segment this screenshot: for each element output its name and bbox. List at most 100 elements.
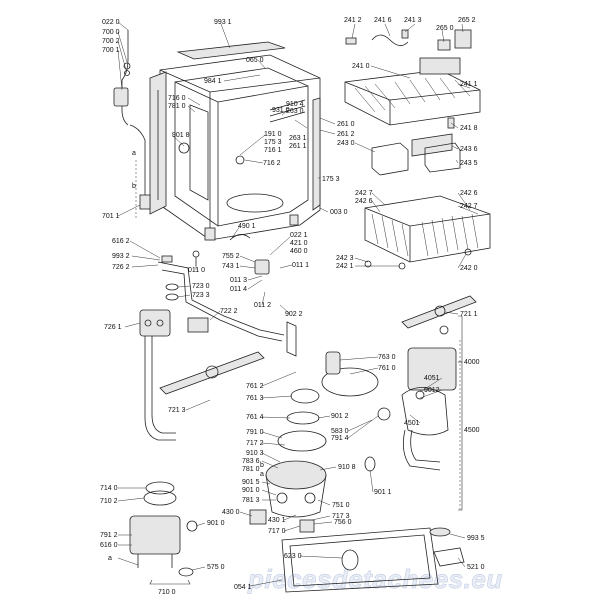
label-901-0-b: 901 0: [207, 520, 225, 527]
label-261-0: 261 0: [337, 121, 355, 128]
label-a-bottom: a: [108, 555, 112, 562]
watermark-text: piecesdetachees.eu: [247, 564, 503, 594]
label-931-0: 931 0: [272, 107, 290, 114]
side-drain-hose: [129, 124, 151, 210]
inlet-hose: [113, 30, 131, 126]
label-460-0: 460 0: [290, 248, 308, 255]
label-243-6: 243 6: [460, 146, 478, 153]
label-761-3: 761 3: [246, 395, 264, 402]
label-261-2: 261 2: [337, 131, 355, 138]
label-902-2: 902 2: [285, 311, 303, 318]
label-241-3: 241 3: [404, 17, 422, 24]
label-756-0: 756 0: [334, 519, 352, 526]
label-4500: 4500: [464, 427, 480, 434]
label-723-3: 723 3: [192, 292, 210, 299]
label-723-0: 723 0: [192, 283, 210, 290]
label-716-2: 716 2: [263, 160, 281, 167]
label-700-1: 700 1: [102, 47, 120, 54]
label-265-0: 265 0: [436, 25, 454, 32]
label-011-2: 011 2: [254, 302, 271, 309]
label-984-1: 984 1: [204, 78, 222, 85]
label-901-0: 901 0: [242, 487, 260, 494]
label-003-0: 003 0: [330, 209, 348, 216]
label-521-0: 521 0: [467, 564, 485, 571]
label-751-0: 751 0: [332, 502, 350, 509]
label-241-1: 241 1: [460, 81, 478, 88]
label-710-2: 710 2: [100, 498, 118, 505]
label-175-3: 175 3: [264, 139, 282, 146]
label-490-1: 490 1: [238, 223, 256, 230]
label-191-0: 191 0: [264, 131, 282, 138]
label-575-0: 575 0: [207, 564, 225, 571]
circulation-pump: [364, 347, 457, 472]
label-263-0: 263 0: [286, 108, 304, 115]
filter-assembly: [277, 351, 379, 452]
label-430-1: 430 1: [268, 517, 286, 524]
label-726-2: 726 2: [112, 264, 130, 271]
label-761-4: 761 4: [246, 414, 264, 421]
label-4051: 4051: [424, 375, 440, 382]
base-tray: [281, 527, 465, 593]
tub-assembly: [149, 41, 321, 241]
label-791-0: 791 0: [246, 429, 264, 436]
label-241-6: 241 6: [374, 17, 392, 24]
label-700-2: 700 2: [102, 38, 120, 45]
label-242-0: 242 0: [460, 265, 478, 272]
label-726-1: 726 1: [104, 324, 122, 331]
label-241-0: 241 0: [352, 63, 370, 70]
leader-lines: [117, 21, 479, 587]
water-softener: [129, 481, 198, 577]
label-700-0: 700 0: [102, 29, 120, 36]
label-9012: 9012: [424, 387, 440, 394]
label-901-8: 901 8: [172, 132, 190, 139]
label-743-1: 743 1: [222, 263, 240, 270]
label-022-0: 022 0: [102, 19, 120, 26]
lower-spray-arm: [159, 351, 265, 395]
upper-basket: [344, 29, 481, 129]
part-labels: 022 0 700 0 700 2 700 1 993 1 984 1 065 …: [100, 17, 485, 596]
label-242-6-b: 242 6: [460, 190, 478, 197]
label-241-8: 241 8: [460, 125, 478, 132]
label-616-0: 616 0: [100, 542, 118, 549]
label-993-1: 993 1: [214, 19, 232, 26]
label-a-mid: a: [260, 471, 264, 478]
label-901-5: 901 5: [242, 479, 260, 486]
label-243-0: 243 0: [337, 140, 355, 147]
label-722-2: 722 2: [220, 308, 238, 315]
label-054-1: 054 1: [234, 584, 252, 591]
label-616-2: 616 2: [112, 238, 130, 245]
label-717-3: 717 3: [332, 513, 350, 520]
label-242-7: 242 7: [355, 190, 373, 197]
label-b-top: b: [132, 183, 136, 190]
label-421-0: 421 0: [290, 240, 308, 247]
label-710-0: 710 0: [158, 589, 176, 596]
label-022-1: 022 1: [290, 232, 308, 239]
small-fittings: [161, 234, 270, 301]
label-717-2: 717 2: [246, 440, 264, 447]
spray-arm-supply-pipe: [157, 261, 297, 357]
label-791-4: 791 4: [331, 435, 349, 442]
label-910-4: 910 4: [286, 101, 304, 108]
riser-pipe: [139, 309, 176, 441]
label-716-0: 716 0: [168, 95, 186, 102]
label-b-mid: b: [260, 462, 264, 469]
upper-spray-arm: [401, 295, 477, 335]
label-242-1: 242 1: [336, 263, 354, 270]
label-761-2: 761 2: [246, 383, 264, 390]
label-781-3: 781 3: [242, 497, 260, 504]
label-4000: 4000: [464, 359, 480, 366]
label-993-5: 993 5: [467, 535, 485, 542]
label-623-0: 623 0: [284, 553, 302, 560]
label-910-3: 910 3: [246, 450, 264, 457]
label-583-0: 583 0: [331, 428, 349, 435]
label-011-3: 011 3: [230, 277, 247, 284]
label-781-0-b: 781 0: [242, 466, 260, 473]
label-261-1: 261 1: [289, 143, 307, 150]
label-781-0: 781 0: [168, 103, 186, 110]
label-763-0: 763 0: [378, 354, 396, 361]
label-721-1: 721 1: [460, 311, 478, 318]
label-a-top: a: [132, 150, 136, 157]
label-065-0: 065 0: [246, 57, 264, 64]
label-791-2: 791 2: [100, 532, 118, 539]
label-265-2: 265 2: [458, 17, 476, 24]
